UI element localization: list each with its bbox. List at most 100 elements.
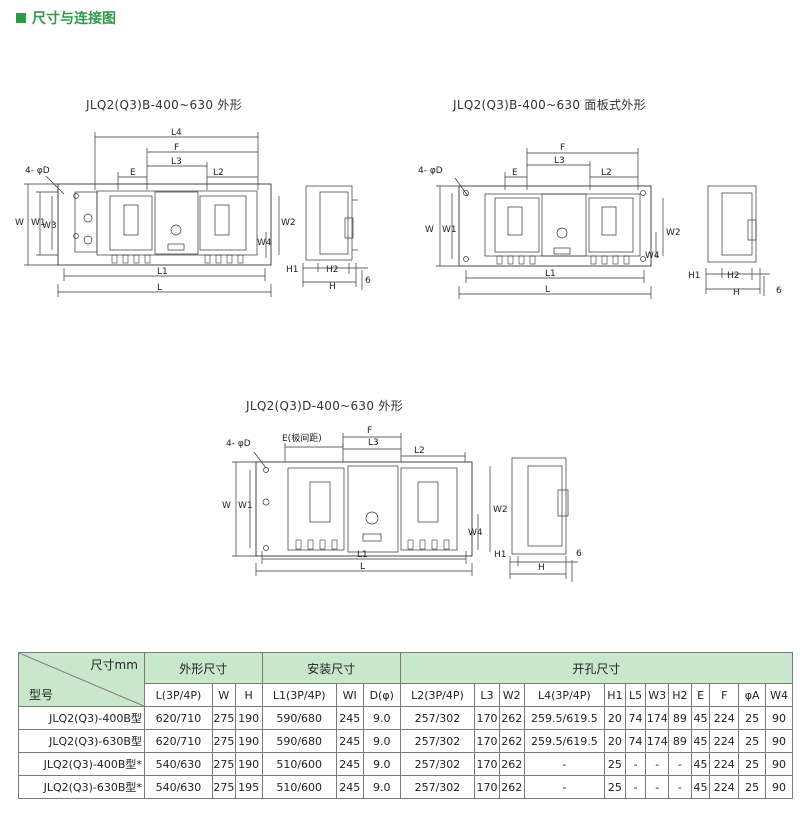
table-cell: 45: [690, 752, 711, 776]
table-cell: 89: [668, 729, 692, 753]
table-cell: 74: [624, 729, 647, 753]
dim-bp-w4: W4: [645, 251, 660, 261]
table-cell: 170: [474, 706, 500, 730]
table-cell: -: [624, 752, 647, 776]
table-cell: 245: [335, 706, 364, 730]
dim-bp-l: L: [545, 285, 550, 295]
column-header: L(3P/4P): [143, 683, 214, 707]
dim-d-e: E(极间距): [282, 432, 322, 444]
column-header: F: [709, 683, 740, 707]
table-cell: -: [668, 752, 692, 776]
table-cell: 90: [765, 729, 793, 753]
model-cell: JLQ2(Q3)-630B型*: [18, 775, 145, 799]
table-cell: 25: [738, 729, 767, 753]
dim-b-l3: L3: [171, 157, 182, 167]
table-group-header-row: 尺寸mm 型号 外形尺寸 安装尺寸 开孔尺寸: [18, 652, 794, 707]
table-cell: 510/600: [261, 775, 337, 799]
column-header: W4: [765, 683, 793, 707]
column-header: L4(3P/4P): [523, 683, 606, 707]
column-header: WI: [335, 683, 364, 707]
dim-bp-w1: W1: [442, 225, 457, 235]
column-header: E: [690, 683, 711, 707]
table-cell: 170: [474, 752, 500, 776]
dim-d-l3: L3: [368, 438, 379, 448]
dim-bp-h: H: [733, 288, 740, 298]
column-header: L2(3P/4P): [399, 683, 476, 707]
group-header-outline: 外形尺寸: [143, 652, 263, 684]
dim-d-f: F: [367, 426, 372, 436]
table-cell: 275: [212, 706, 236, 730]
table-cell: 590/680: [261, 706, 337, 730]
dim-b-d: 4- φD: [25, 166, 50, 176]
table-cell: 25: [738, 752, 767, 776]
table-cell: 262: [498, 775, 525, 799]
dim-bp-l2: L2: [601, 168, 612, 178]
table-cell: 9.0: [362, 706, 401, 730]
section-heading: 尺寸与连接图: [16, 8, 116, 28]
dim-b-h2: H2: [326, 265, 339, 275]
table-cell: 259.5/619.5: [523, 706, 606, 730]
column-header: L3: [474, 683, 500, 707]
column-header: W3: [645, 683, 670, 707]
table-cell: 45: [690, 775, 711, 799]
dim-d-l1: L1: [357, 550, 368, 560]
table-cell: 74: [624, 706, 647, 730]
table-cell: 245: [335, 729, 364, 753]
table-cell: 190: [234, 729, 263, 753]
table-cell: 620/710: [143, 706, 214, 730]
dim-d-w1: W1: [238, 501, 253, 511]
table-cell: 20: [604, 706, 626, 730]
table-cell: 259.5/619.5: [523, 729, 606, 753]
drawing-b-caption: JLQ2(Q3)B-400~630 外形: [86, 98, 242, 112]
dim-b-w: W: [15, 218, 24, 228]
corner-diagonal-icon: [19, 653, 144, 706]
table-cell: 25: [738, 775, 767, 799]
column-header: D(φ): [362, 683, 401, 707]
group-header-install: 安装尺寸: [261, 652, 401, 684]
table-cell: 170: [474, 775, 500, 799]
table-cell: -: [523, 752, 606, 776]
table-cell: 510/600: [261, 752, 337, 776]
table-cell: 257/302: [399, 752, 476, 776]
dim-bp-w2: W2: [666, 228, 681, 238]
dim-b-h1: H1: [286, 265, 299, 275]
table-cell: 245: [335, 775, 364, 799]
dim-d-w2: W2: [493, 505, 508, 515]
dim-d-d: 4- φD: [226, 439, 251, 449]
dim-b-f: F: [174, 143, 179, 153]
model-cell: JLQ2(Q3)-400B型: [18, 706, 145, 730]
column-header: W: [212, 683, 236, 707]
table-cell: 89: [668, 706, 692, 730]
table-cell: -: [624, 775, 647, 799]
dim-bp-f: F: [560, 143, 565, 153]
dim-b-w1: W1: [31, 218, 46, 228]
table-cell: 190: [234, 752, 263, 776]
dim-b-e: E: [130, 168, 136, 178]
table-cell: 195: [234, 775, 263, 799]
table-cell: 25: [604, 775, 626, 799]
drawing-d-caption: JLQ2(Q3)D-400~630 外形: [246, 399, 403, 413]
dim-b-l1: L1: [157, 267, 168, 277]
dim-bp-l3: L3: [554, 156, 565, 166]
table-cell: 590/680: [261, 729, 337, 753]
dim-b-h: H: [329, 282, 336, 292]
dim-b-l: L: [157, 283, 162, 293]
table-cell: 620/710: [143, 729, 214, 753]
table-cell: 9.0: [362, 775, 401, 799]
table-cell: 540/630: [143, 775, 214, 799]
dim-bp-e: E: [512, 168, 518, 178]
dim-bp-h1: H1: [688, 271, 701, 281]
column-header: φA: [738, 683, 767, 707]
drawing-bp-caption: JLQ2(Q3)B-400~630 面板式外形: [453, 98, 646, 112]
column-header: W2: [498, 683, 525, 707]
table-cell: 262: [498, 729, 525, 753]
table-cell: 90: [765, 752, 793, 776]
dim-b-w2: W2: [281, 218, 296, 228]
table-cell: 9.0: [362, 729, 401, 753]
table-cell: 25: [738, 706, 767, 730]
